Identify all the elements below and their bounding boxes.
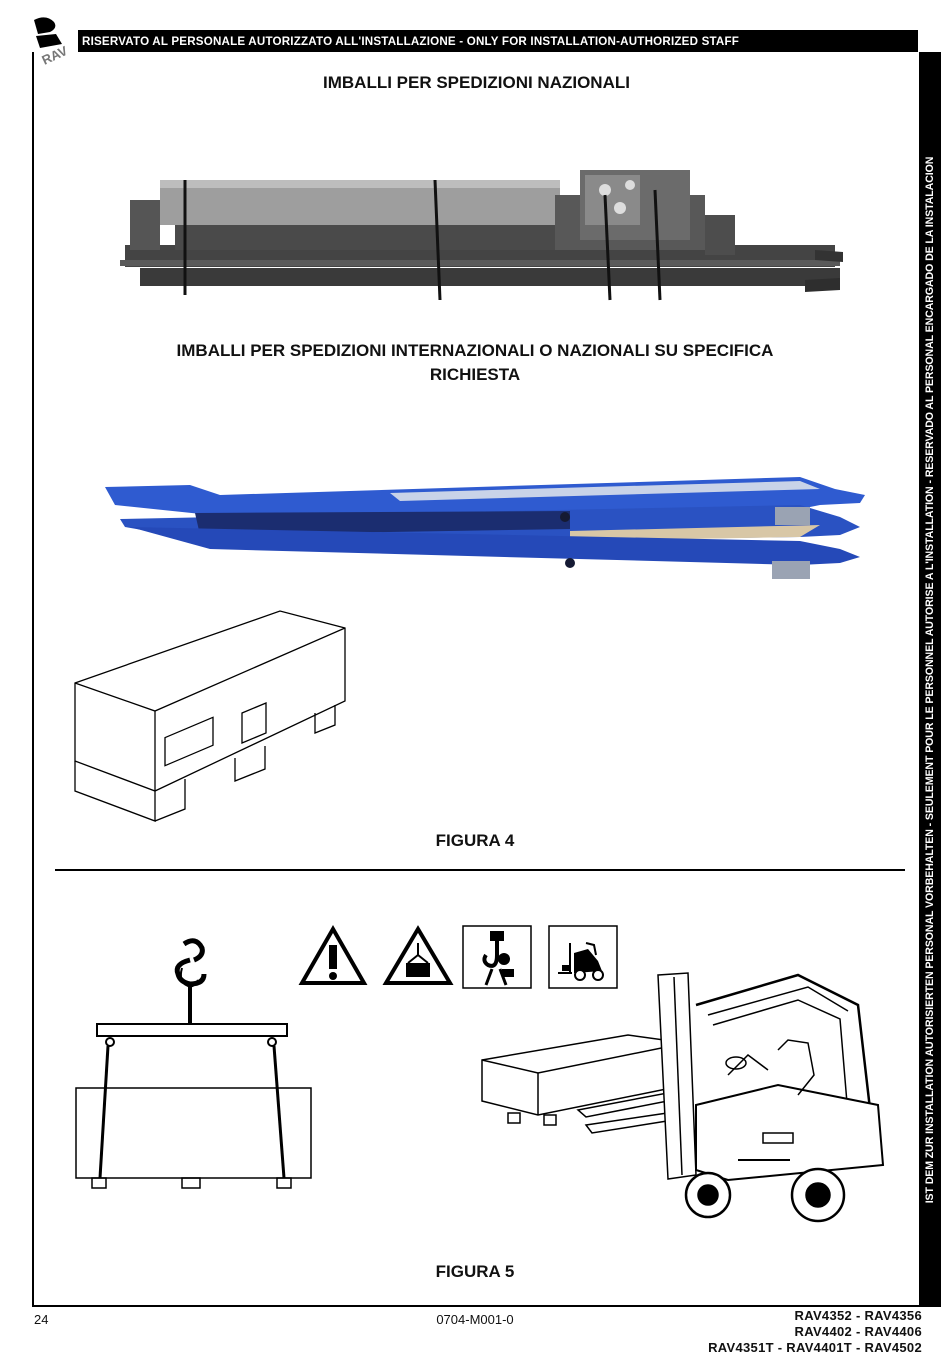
side-banner-text: IST DEM ZUR INSTALLATION AUTORISIERTEN P…	[924, 156, 936, 1203]
model-line-2: RAV4402 - RAV4406	[794, 1324, 922, 1339]
figure5-caption: FIGURA 5	[435, 1262, 515, 1281]
international-title-line1: IMBALLI PER SPEDIZIONI INTERNAZIONALI O …	[176, 341, 774, 360]
top-banner: RISERVATO AL PERSONALE AUTORIZZATO ALL'I…	[78, 30, 918, 52]
figure4-caption: FIGURA 4	[435, 831, 515, 850]
international-title-line2: RICHIESTA	[429, 365, 521, 384]
crane-lifting-crate-drawing	[75, 938, 312, 1189]
warning-triangle-icon	[298, 924, 368, 985]
model-line-1: RAV4352 - RAV4356	[794, 1308, 922, 1323]
national-package-photo	[120, 170, 843, 301]
forklift-carrying-crate-drawing	[481, 972, 885, 1223]
shipping-crate-drawing	[74, 610, 346, 822]
frame-bottom-line	[32, 1305, 920, 1307]
rav-logo: RAV	[34, 17, 70, 68]
international-shipping-title: IMBALLI PER SPEDIZIONI INTERNAZIONALI O …	[110, 339, 840, 387]
crane-hook-icon	[462, 925, 532, 989]
side-banner: IST DEM ZUR INSTALLATION AUTORISIERTEN P…	[919, 52, 941, 1307]
forklift-icon	[548, 925, 618, 989]
model-line-3: RAV4351T - RAV4401T - RAV4502	[708, 1340, 922, 1355]
national-shipping-title: IMBALLI PER SPEDIZIONI NAZIONALI	[323, 73, 630, 92]
top-banner-text: RISERVATO AL PERSONALE AUTORIZZATO ALL'I…	[82, 34, 740, 48]
section-separator	[55, 869, 905, 871]
document-code: 0704-M001-0	[436, 1312, 514, 1327]
blue-lift-runways-photo	[105, 477, 865, 579]
model-list: RAV4352 - RAV4356 RAV4402 - RAV4406 RAV4…	[640, 1308, 922, 1356]
suspended-load-icon	[382, 925, 454, 985]
frame-left-line	[32, 52, 34, 1307]
page-number: 24	[34, 1312, 49, 1327]
